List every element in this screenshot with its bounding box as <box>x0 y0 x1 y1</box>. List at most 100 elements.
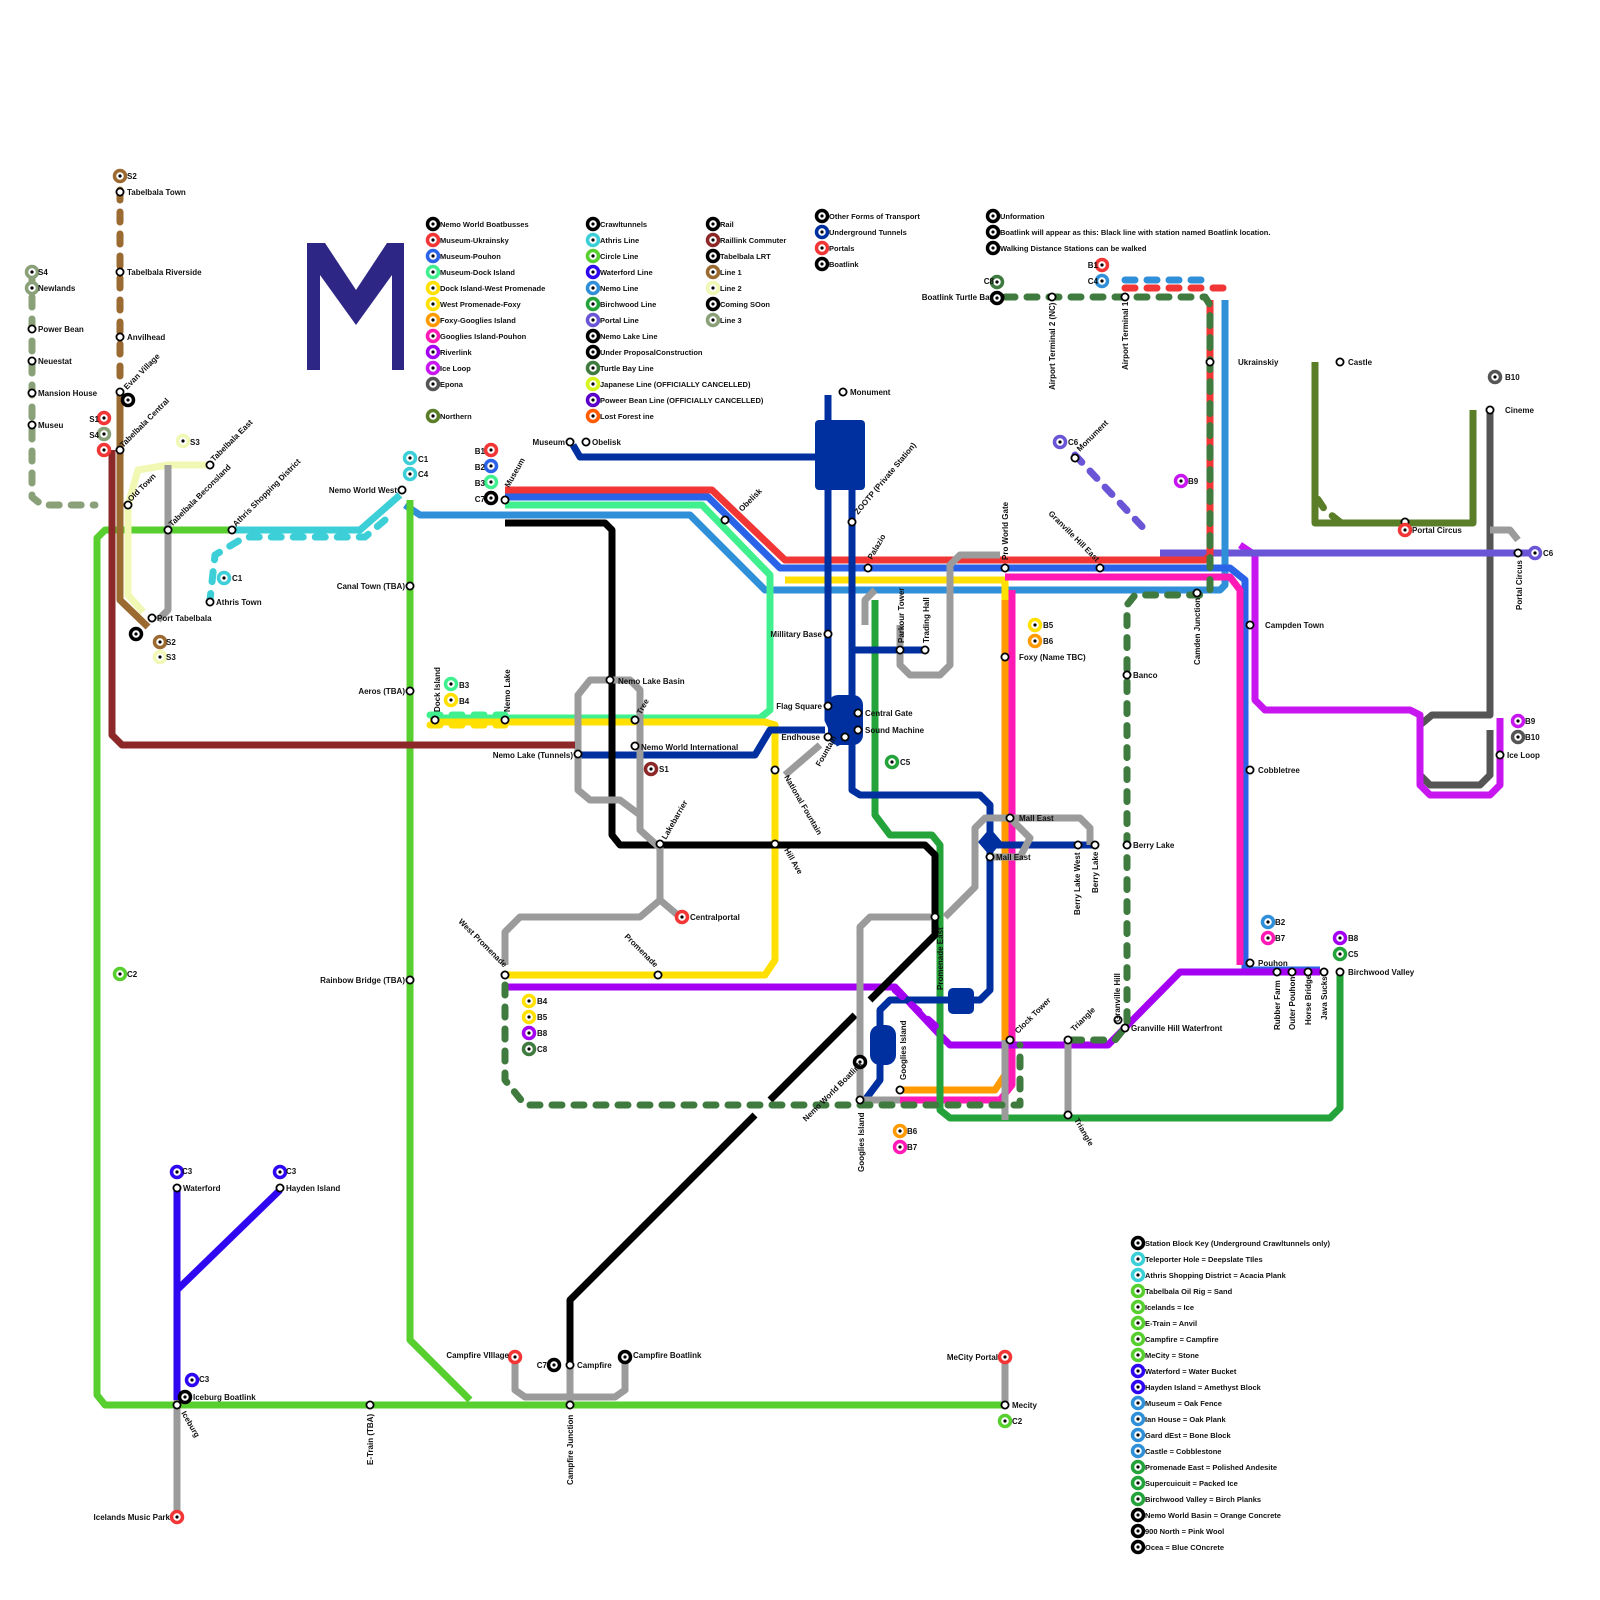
station-marker[interactable]: Campfire <box>565 1360 575 1370</box>
legend-label: Lost Forest ine <box>600 412 654 421</box>
station-marker[interactable]: E-Train (TBA) <box>365 1400 375 1410</box>
line-badge-dot <box>552 1363 556 1367</box>
station-marker[interactable]: Portal Circus <box>1513 548 1523 558</box>
station-marker[interactable]: Airport Terminal 2 (NC) <box>1047 292 1057 302</box>
station-label: Berry Lake <box>1091 851 1100 893</box>
station-marker[interactable]: Museu <box>27 420 37 430</box>
station-marker[interactable]: Foxy (Name TBC) <box>1000 652 1010 662</box>
station-label: Portal Circus <box>1515 560 1524 610</box>
line-badge-dot <box>898 1129 902 1133</box>
station-marker[interactable]: Promenade <box>653 970 663 980</box>
station-marker[interactable]: Old Town <box>123 500 133 510</box>
station-marker[interactable]: National Fountain <box>770 765 780 775</box>
station-marker[interactable]: Clock Tower <box>1005 1035 1015 1045</box>
route-line-25 <box>566 1112 758 1365</box>
station-marker[interactable]: Power Bean <box>27 324 37 334</box>
station-marker[interactable]: Promenade East <box>930 912 940 922</box>
station-marker[interactable]: Camden Junction <box>1192 588 1202 598</box>
station-marker[interactable]: Canal Town (TBA) <box>405 581 415 591</box>
station-marker[interactable]: Campfire Junction <box>565 1400 575 1410</box>
station-marker[interactable]: Nemo Lake Basin <box>605 675 615 685</box>
station-marker[interactable]: Monument <box>1070 453 1080 463</box>
station-marker[interactable]: Rubber Farm <box>1272 967 1282 977</box>
legend-swatch-dot <box>431 286 435 290</box>
station-marker[interactable]: Berry Lake <box>1090 840 1100 850</box>
legend-swatch-dot <box>1136 1529 1140 1533</box>
station-marker[interactable]: Neuestat <box>27 356 37 366</box>
station-marker[interactable]: Rainbow Bridge (TBA) <box>405 975 415 985</box>
station-marker[interactable]: Tree <box>630 715 640 725</box>
station-marker[interactable]: Athris Shopping District <box>227 525 237 535</box>
station-marker[interactable]: Mall East <box>985 852 995 862</box>
station-marker[interactable]: Lakebarrier <box>655 839 665 849</box>
station-marker[interactable]: ZOOTP (Private Station) <box>847 517 857 527</box>
station-marker[interactable]: Horse Bridge <box>1303 967 1313 977</box>
station-marker[interactable]: Iceburg <box>172 1400 182 1410</box>
station-marker[interactable]: Granville Hill Waterfront <box>1120 1023 1130 1033</box>
station-marker[interactable]: Outer Pouhon <box>1287 967 1297 977</box>
station-marker[interactable]: Port Tabelbala <box>147 613 157 623</box>
station-marker[interactable]: Millitary Base <box>823 629 833 639</box>
station-marker[interactable]: Tabelbala Town <box>115 187 125 197</box>
station-marker[interactable]: Airport Terminal 1 <box>1120 292 1130 302</box>
station-marker[interactable]: Evan Village <box>115 387 125 397</box>
station-marker[interactable]: Pouhon <box>1245 958 1255 968</box>
station-marker[interactable]: Ice Loop <box>1495 750 1505 760</box>
station-marker[interactable]: Tabelbala Central <box>115 445 125 455</box>
station-marker[interactable]: Flag Square <box>823 701 833 711</box>
station-marker[interactable]: Ukrainskiy <box>1205 357 1215 367</box>
station-marker[interactable]: Mecity <box>1000 1400 1010 1410</box>
station-marker[interactable]: Tabelbala Riverside <box>115 267 125 277</box>
station-marker[interactable]: Cobbletree <box>1245 765 1255 775</box>
station-marker[interactable]: Googlies Island <box>895 1085 905 1095</box>
station-marker[interactable]: Banco <box>1122 670 1132 680</box>
station-marker[interactable]: Aeros (TBA) <box>405 686 415 696</box>
station-marker[interactable]: Museum <box>565 437 575 447</box>
station-marker[interactable]: Obelisk <box>720 515 730 525</box>
station-marker[interactable]: West Promenade <box>500 970 510 980</box>
station-label: B4 <box>537 997 548 1006</box>
station-marker[interactable]: Endhouse <box>823 732 833 742</box>
route-line-32 <box>856 913 935 1104</box>
station-marker[interactable]: Pro World Gate <box>1000 563 1010 573</box>
station-marker[interactable]: Hayden Island <box>275 1183 285 1193</box>
station-marker[interactable]: Nemo World West <box>397 485 407 495</box>
station-label: S2 <box>166 638 176 647</box>
station-marker[interactable]: Museum <box>500 495 510 505</box>
station-marker[interactable]: Mall East <box>1005 813 1015 823</box>
station-marker[interactable]: Cineme <box>1485 405 1495 415</box>
station-marker[interactable]: Birchwood Valley <box>1335 967 1345 977</box>
station-label: Hayden Island <box>286 1184 340 1193</box>
station-marker[interactable]: Anvilhead <box>115 332 125 342</box>
station-marker[interactable]: Campden Town <box>1245 620 1255 630</box>
station-marker[interactable]: Fountain <box>840 732 850 742</box>
station-marker[interactable]: Central Gate <box>853 708 863 718</box>
station-marker[interactable]: Monument <box>838 387 848 397</box>
station-marker[interactable]: Palazio <box>863 563 873 573</box>
station-marker[interactable]: Granville Hill <box>1113 1015 1123 1025</box>
station-marker[interactable]: Granville Hill East <box>1095 563 1105 573</box>
legend-label: Poweer Bean Line (OFFICIALLY CANCELLED) <box>600 396 764 405</box>
station-marker[interactable]: Triangle <box>1063 1110 1073 1120</box>
station-marker[interactable]: Nemo Lake (Tunnels) <box>573 749 583 759</box>
station-marker[interactable]: Triangle <box>1063 1035 1073 1045</box>
station-marker[interactable]: Hill Ave <box>770 839 780 849</box>
station-marker[interactable]: Nemo World International <box>630 741 640 751</box>
station-marker[interactable]: Castle <box>1335 357 1345 367</box>
station-marker[interactable]: Nemo Lake <box>500 715 510 725</box>
station-marker[interactable]: Waterford <box>172 1183 182 1193</box>
station-marker[interactable]: Sound Machine <box>853 725 863 735</box>
legend-swatch-dot <box>711 286 715 290</box>
station-marker[interactable]: Berry Lake <box>1122 840 1132 850</box>
station-marker[interactable]: Dock Island <box>430 715 440 725</box>
station-marker[interactable]: Java Sucks <box>1319 967 1329 977</box>
station-marker[interactable]: Mansion House <box>27 388 37 398</box>
station-marker[interactable]: Tabelbala East <box>205 460 215 470</box>
station-marker[interactable]: Googlies Island <box>855 1095 865 1105</box>
station-marker[interactable]: Berry Lake West <box>1073 840 1083 850</box>
station-marker[interactable]: Obelisk <box>581 437 591 447</box>
station-marker[interactable]: Tabelbala Beconsland <box>163 525 173 535</box>
station-marker[interactable]: Trading Hall <box>920 645 930 655</box>
station-marker[interactable]: Parkour Tower <box>895 645 905 655</box>
station-marker[interactable]: Athris Town <box>205 597 215 607</box>
